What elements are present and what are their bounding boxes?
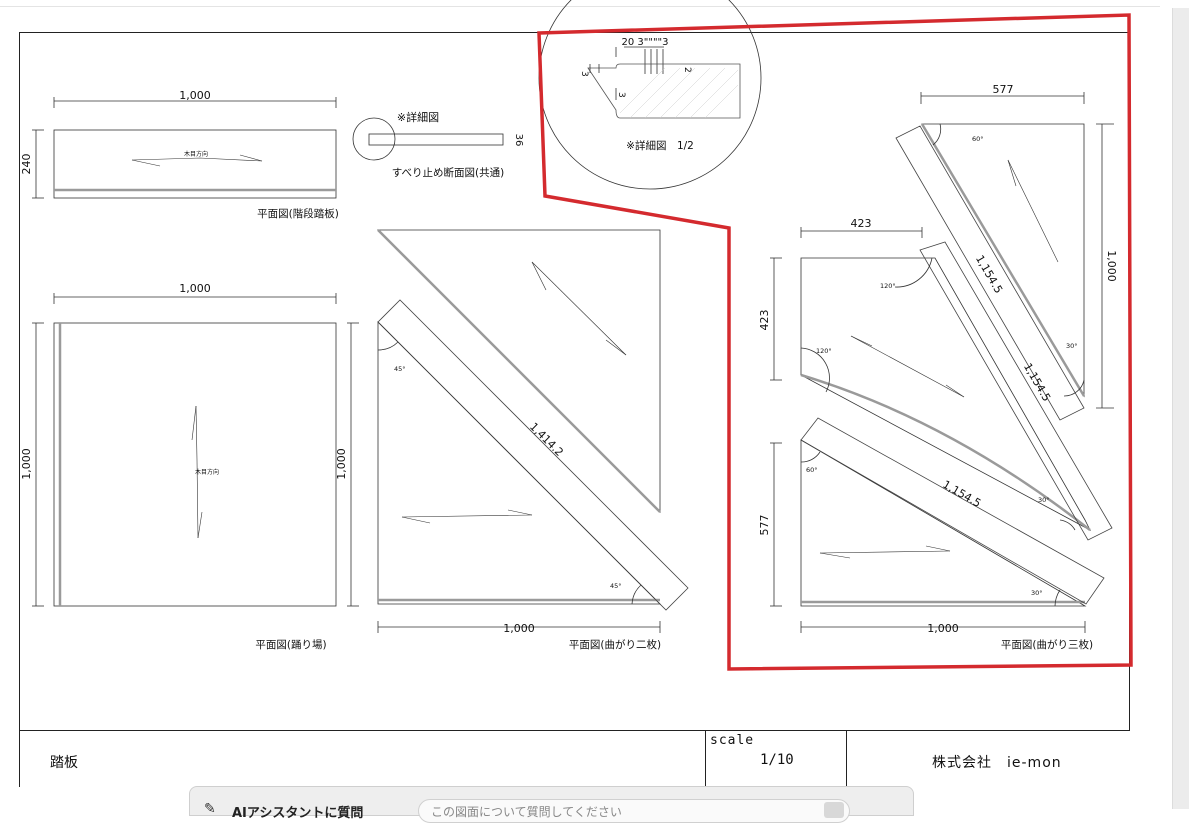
detail-ref-label: ※詳細図 bbox=[397, 110, 439, 124]
landing-depth-left-label: 1,000 bbox=[20, 448, 33, 480]
company-name: 株式会社 ie-mon bbox=[932, 755, 1062, 771]
three-turn-plan bbox=[770, 92, 1114, 633]
three-turn-mid-height-label: 423 bbox=[758, 310, 771, 331]
stair-tread-caption: 平面図(階段踏板) bbox=[257, 207, 339, 220]
nonslip-section bbox=[352, 117, 504, 161]
two-turn-plan bbox=[377, 229, 689, 633]
detail-zoom-dims: 20 3""""3 bbox=[621, 37, 668, 48]
three-turn-caption: 平面図(曲がり三枚) bbox=[1001, 638, 1093, 651]
detail-dim-3a: 3 bbox=[579, 71, 589, 77]
stair-grain-label: 木目方向 bbox=[184, 150, 208, 158]
title-block: 踏板 scale 1/10 株式会社 ie-mon bbox=[20, 730, 1130, 787]
two-turn-diagonal-label: 1,414.2 bbox=[527, 420, 566, 459]
angle-30-mid: 30° bbox=[1038, 496, 1050, 504]
window-top-border bbox=[0, 6, 1160, 7]
three-turn-right-height-label: 1,000 bbox=[1105, 250, 1118, 282]
detail-dim-3b: 3 bbox=[616, 92, 626, 98]
detail-zoom-caption: ※詳細図 1/2 bbox=[626, 139, 694, 152]
angle-60-top: 60° bbox=[972, 135, 984, 143]
two-turn-width-label: 1,000 bbox=[503, 622, 535, 635]
title-block-company-cell: 株式会社 ie-mon bbox=[847, 731, 1130, 787]
angle-120-b: 120° bbox=[816, 347, 832, 355]
three-turn-top-width-label: 577 bbox=[993, 83, 1014, 96]
angle-30-top: 30° bbox=[1066, 342, 1078, 350]
scale-value: 1/10 bbox=[760, 752, 794, 768]
scale-label: scale bbox=[710, 733, 755, 748]
two-turn-angle-b: 45° bbox=[610, 582, 622, 590]
assistant-label: AIアシスタントに質問 bbox=[232, 806, 364, 821]
landing-width-label: 1,000 bbox=[179, 282, 211, 295]
stair-tread-plan bbox=[32, 97, 337, 199]
two-turn-caption: 平面図(曲がり二枚) bbox=[569, 638, 661, 651]
three-turn-diag-3-label: 1,154.5 bbox=[940, 478, 983, 510]
drawing-name: 踏板 bbox=[50, 755, 78, 771]
three-turn-diag-1-label: 1,154.5 bbox=[973, 253, 1005, 296]
nonslip-caption: すべり止め断面図(共通) bbox=[392, 166, 504, 179]
landing-caption: 平面図(踊り場) bbox=[255, 638, 326, 651]
two-turn-angle-a: 45° bbox=[394, 365, 406, 373]
detail-dim-2: 2 bbox=[682, 67, 692, 73]
three-turn-low-height-label: 577 bbox=[758, 515, 771, 536]
assistant-icon: ✎ bbox=[204, 801, 216, 817]
stair-tread-width-label: 1,000 bbox=[179, 89, 211, 102]
landing-grain-label: 木目方向 bbox=[195, 468, 219, 476]
three-turn-width-label: 1,000 bbox=[927, 622, 959, 635]
drawing-sheet bbox=[19, 32, 1130, 787]
highlight-outline bbox=[537, 13, 1133, 671]
assistant-input[interactable]: この図面について質問してください bbox=[418, 799, 850, 823]
vertical-scrollbar[interactable] bbox=[1172, 8, 1189, 809]
angle-30-low: 30° bbox=[1031, 589, 1043, 597]
angle-120-a: 120° bbox=[880, 282, 896, 290]
stair-tread-depth-label: 240 bbox=[20, 154, 33, 175]
title-block-scale-cell: scale 1/10 bbox=[706, 731, 847, 787]
assistant-bar: ✎ AIアシスタントに質問 この図面について質問してください bbox=[189, 786, 914, 823]
send-icon[interactable] bbox=[824, 802, 844, 818]
nonslip-dim-label: 36 bbox=[513, 134, 524, 147]
landing-depth-right-label: 1,000 bbox=[335, 448, 348, 480]
landing-plan bbox=[32, 293, 359, 607]
angle-60-low: 60° bbox=[806, 466, 818, 474]
three-turn-diag-2-label: 1,154.5 bbox=[1021, 361, 1053, 404]
three-turn-mid-width-label: 423 bbox=[851, 217, 872, 230]
title-block-name-cell: 踏板 bbox=[20, 731, 706, 787]
